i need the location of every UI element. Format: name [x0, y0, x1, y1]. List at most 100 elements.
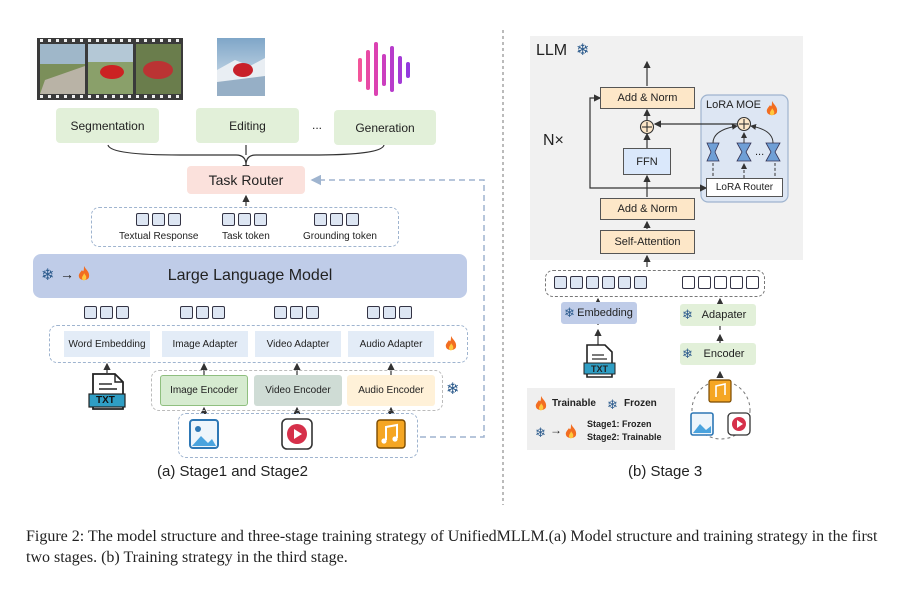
task-segmentation: Segmentation — [56, 108, 159, 143]
task-router: Task Router — [187, 166, 305, 194]
video-encoder: Video Encoder — [254, 375, 342, 406]
input-media-group — [178, 413, 418, 458]
token — [168, 213, 181, 226]
stage3-audio-icon — [708, 379, 732, 403]
word-embedding: Word Embedding — [64, 331, 150, 357]
stage3-txt-label: TXT — [591, 364, 608, 374]
token — [314, 213, 327, 226]
lora-experts-icon — [706, 142, 781, 162]
token — [383, 306, 396, 319]
token — [586, 276, 599, 289]
token — [730, 276, 743, 289]
adapter-group — [49, 325, 468, 363]
snowflake-icon: ❄ — [446, 381, 460, 398]
fire-icon — [535, 396, 547, 411]
txt-document-icon — [88, 373, 126, 410]
add-norm-bottom: Add & Norm — [600, 198, 695, 220]
stage3-txt-document-icon — [583, 344, 616, 378]
arrow-icon: → — [550, 423, 562, 437]
image-encoder: Image Encoder — [160, 375, 248, 406]
encoder-group — [151, 370, 443, 411]
snowflake-icon: ❄ — [682, 346, 693, 361]
stage3-adapter: Adapater — [680, 304, 756, 326]
token — [136, 213, 149, 226]
stage3-caption: (b) Stage 3 — [628, 463, 703, 480]
figure-caption: Figure 2: The model structure and three-… — [26, 528, 878, 566]
large-language-model: Large Language Model — [33, 254, 467, 298]
token — [290, 306, 303, 319]
task-generation: Generation — [334, 110, 436, 145]
expert-ellipsis: ... — [755, 146, 765, 158]
token — [714, 276, 727, 289]
legend-frozen: Frozen — [624, 398, 657, 409]
task-editing: Editing — [196, 108, 299, 143]
audio-waveform-icon — [358, 42, 410, 96]
stage3-token-group — [545, 270, 765, 297]
token — [367, 306, 380, 319]
snowflake-icon: ❄ — [564, 305, 575, 320]
snowflake-icon: ❄ — [576, 42, 590, 59]
add-norm-top: Add & Norm — [600, 87, 695, 109]
token — [698, 276, 711, 289]
audio-encoder: Audio Encoder — [347, 375, 435, 406]
stage3-image-icon — [690, 412, 714, 436]
stage3-encoder: Encoder — [680, 343, 756, 365]
fire-icon — [78, 266, 90, 281]
legend-panel — [527, 388, 675, 450]
stage12-caption: (a) Stage1 and Stage2 — [157, 463, 308, 480]
txt-label: TXT — [96, 395, 115, 406]
token — [238, 213, 251, 226]
stage3-video-icon — [727, 412, 751, 436]
token — [602, 276, 615, 289]
snowflake-icon: ❄ — [682, 307, 693, 322]
self-attention: Self-Attention — [600, 230, 695, 254]
token — [746, 276, 759, 289]
token — [212, 306, 225, 319]
token — [306, 306, 319, 319]
label-grounding-token: Grounding token — [303, 231, 377, 242]
token — [346, 213, 359, 226]
legend-stage1: Stage1: Frozen — [587, 419, 652, 429]
legend-stage2: Stage2: Trainable — [587, 432, 662, 442]
legend-trainable: Trainable — [552, 398, 596, 409]
media-group-circle — [691, 380, 751, 440]
token — [152, 213, 165, 226]
video-adapter: Video Adapter — [255, 331, 341, 357]
video-input-icon — [281, 418, 313, 450]
token — [222, 213, 235, 226]
task-brace — [107, 144, 385, 166]
label-textual-response: Textual Response — [119, 231, 199, 242]
ffn-block: FFN — [623, 148, 671, 175]
lora-moe-label: LoRA MOE — [706, 99, 762, 111]
token — [116, 306, 129, 319]
token — [330, 213, 343, 226]
token — [570, 276, 583, 289]
snowflake-icon: ❄ — [607, 397, 618, 412]
edited-image-thumbnail — [217, 38, 265, 96]
token — [399, 306, 412, 319]
token — [84, 306, 97, 319]
token — [682, 276, 695, 289]
token — [180, 306, 193, 319]
token — [254, 213, 267, 226]
token — [196, 306, 209, 319]
snowflake-icon: ❄ — [41, 267, 55, 284]
image-input-icon — [189, 419, 219, 449]
arrow-icon: → — [60, 266, 74, 282]
fire-icon — [766, 101, 778, 116]
task-ellipsis: ... — [312, 118, 323, 132]
stage3-embedding: Embedding — [561, 302, 637, 324]
image-adapter: Image Adapter — [162, 331, 248, 357]
token — [274, 306, 287, 319]
snowflake-icon: ❄ — [535, 425, 546, 440]
token — [634, 276, 647, 289]
stage3-llm-label: LLM — [536, 42, 568, 59]
lora-router: LoRA Router — [706, 178, 783, 197]
video-frames-thumbnail — [37, 38, 183, 100]
audio-adapter: Audio Adapter — [348, 331, 434, 357]
token — [554, 276, 567, 289]
audio-input-icon — [376, 419, 406, 449]
fire-icon — [565, 424, 577, 439]
token — [100, 306, 113, 319]
output-token-group — [91, 207, 399, 247]
